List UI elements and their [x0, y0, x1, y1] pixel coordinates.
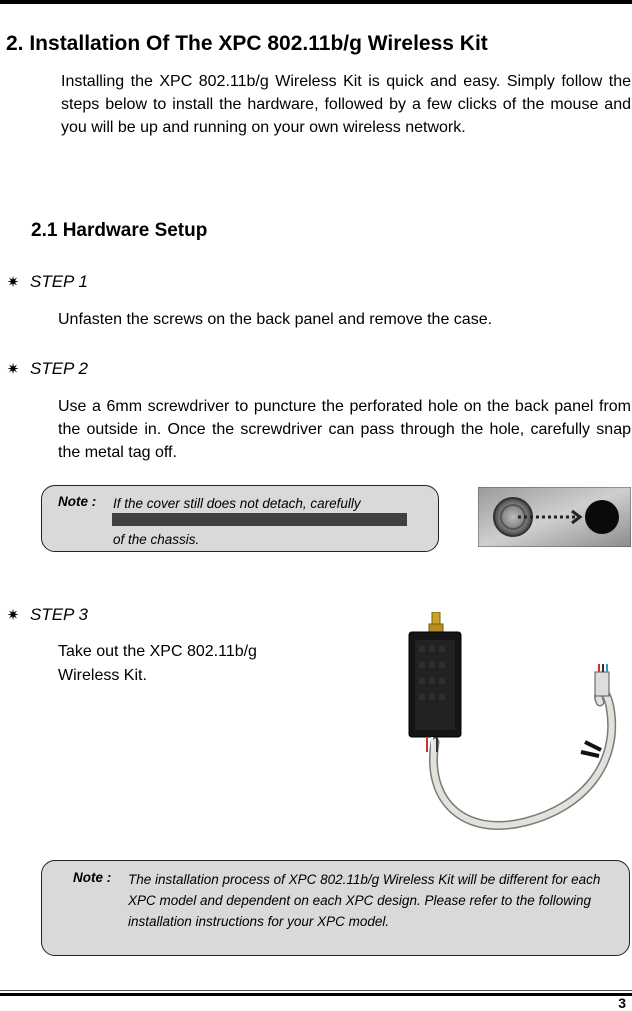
- cable-connector: [594, 671, 610, 697]
- step-3-text-line2: Wireless Kit.: [58, 667, 147, 684]
- note-2-label: Note :: [73, 870, 112, 885]
- redaction-bar: [112, 513, 407, 526]
- asterisk-bullet-icon: ✷: [6, 607, 20, 624]
- step-2-label: STEP 2: [30, 359, 88, 378]
- step-2-text: Use a 6mm screwdriver to puncture the pe…: [58, 398, 631, 461]
- step-1-label: STEP 1: [30, 272, 88, 291]
- dotted-arrow-icon: [518, 509, 583, 525]
- step-3-text: Take out the XPC 802.11b/g Wireless Kit.: [58, 640, 257, 688]
- note-1-line2: of the chassis.: [113, 532, 200, 547]
- subsection-heading: 2.1 Hardware Setup: [31, 220, 208, 241]
- page-number: 3: [618, 995, 626, 1011]
- note-1-label: Note :: [58, 494, 97, 509]
- back-panel-photo: [478, 487, 631, 547]
- section-heading: 2. Installation Of The XPC 802.11b/g Wir…: [6, 32, 488, 55]
- note-box-2: Note : The installation process of XPC 8…: [41, 860, 630, 956]
- asterisk-bullet-icon: ✷: [6, 361, 20, 378]
- wireless-kit-photo: [408, 612, 617, 830]
- step-2-heading: ✷ STEP 2: [6, 359, 88, 379]
- note-1-line1: If the cover still does not detach, care…: [113, 496, 361, 511]
- bottom-rule-thick: [0, 993, 632, 996]
- step-3-label: STEP 3: [30, 605, 88, 624]
- step-1-text: Unfasten the screws on the back panel an…: [58, 311, 493, 328]
- bottom-rule-thin: [0, 990, 632, 991]
- step-3-text-line1: Take out the XPC 802.11b/g: [58, 643, 257, 660]
- step-1-heading: ✷ STEP 1: [6, 272, 88, 292]
- note-2-text: The installation process of XPC 802.11b/…: [128, 872, 601, 929]
- top-rule: [0, 0, 632, 4]
- step-3-heading: ✷ STEP 3: [6, 605, 88, 625]
- open-hole: [585, 500, 619, 534]
- intro-paragraph: Installing the XPC 802.11b/g Wireless Ki…: [61, 73, 631, 136]
- asterisk-bullet-icon: ✷: [6, 274, 20, 291]
